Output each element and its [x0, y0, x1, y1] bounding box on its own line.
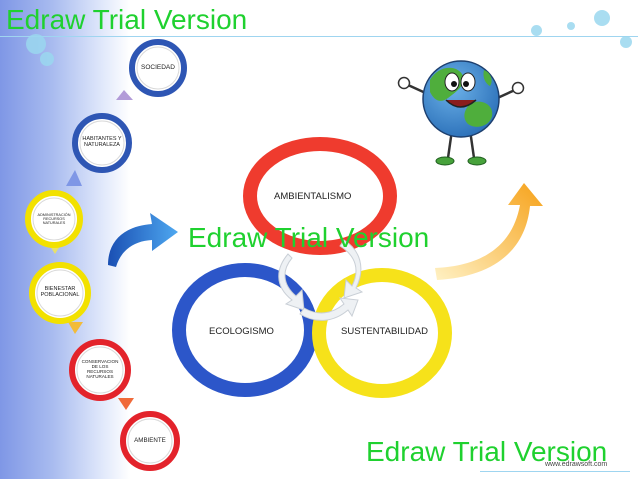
- chain-node-inner-ring: [32, 197, 76, 241]
- chain-node-ring: [129, 39, 187, 97]
- chain-node-label: SOCIEDAD: [141, 63, 175, 71]
- cycle-arrows-icon: [278, 239, 364, 321]
- trial-watermark: Edraw Trial Version: [366, 436, 608, 467]
- chain-node-inner-ring: [79, 120, 125, 166]
- decor-dot: [567, 22, 575, 30]
- ecologismo-label: ECOLOGISMO: [209, 326, 274, 337]
- ecologismo-ring: [172, 263, 318, 397]
- chain-node-label: HABITANTES Y NATURALEZA: [82, 136, 122, 148]
- chain-connector-4: [68, 322, 83, 334]
- decor-dot: [531, 25, 542, 36]
- chain-node-inner-ring: [136, 46, 180, 90]
- ambientalismo-label: AMBIENTALISMO: [274, 191, 352, 202]
- decor-dot: [594, 10, 610, 26]
- chain-node-label: AMBIENTE: [134, 436, 166, 444]
- chain-node-ring: [29, 262, 91, 324]
- chain-node-ring: [72, 113, 132, 173]
- header-divider: [0, 36, 638, 37]
- chain-connector-1: [116, 90, 133, 100]
- decor-dot: [620, 36, 632, 48]
- chain-node-label: ADMINISTRACIÓN RECURSOS NATURALES: [37, 213, 71, 225]
- sustentabilidad-ring: [312, 268, 452, 398]
- ambientalismo-ring: [243, 137, 397, 255]
- decor-dot: [40, 52, 54, 66]
- chain-node-ring: [25, 190, 83, 248]
- chain-node-label: CONSERVACION DE LOS RECURSOS NATURALES: [81, 359, 119, 379]
- footer-url: www.edrawsoft.com: [545, 461, 608, 468]
- chain-connector-2: [66, 170, 82, 186]
- chain-node-label: BIENESTAR POBLACIONAL: [40, 286, 80, 298]
- orange-curved-arrow-icon: [435, 183, 543, 280]
- trial-watermark: Edraw Trial Version: [6, 4, 248, 35]
- chain-node-ring: [69, 339, 131, 401]
- blue-curved-arrow-icon: [108, 213, 178, 267]
- chain-node-inner-ring: [127, 418, 173, 464]
- sustentabilidad-label: SUSTENTABILIDAD: [341, 326, 428, 337]
- decor-dot: [26, 34, 46, 54]
- earth-mascot-icon: [397, 60, 525, 166]
- chain-node-inner-ring: [76, 346, 124, 394]
- chain-node-inner-ring: [36, 269, 84, 317]
- chain-connector-5: [118, 398, 134, 410]
- trial-watermark: Edraw Trial Version: [188, 222, 430, 253]
- footer-divider: [480, 471, 630, 472]
- chain-node-ring: [120, 411, 180, 471]
